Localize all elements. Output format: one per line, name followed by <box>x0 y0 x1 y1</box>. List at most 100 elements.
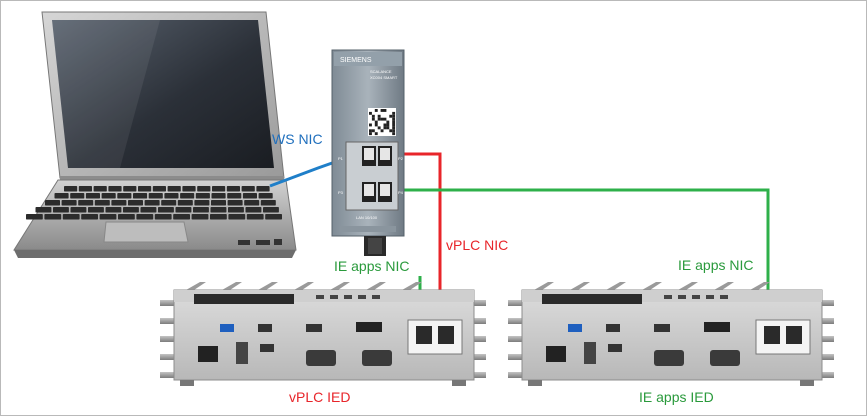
side-fin <box>508 354 522 360</box>
side-fin <box>472 318 486 324</box>
keyboard-key <box>197 186 211 192</box>
qr-module <box>380 129 384 133</box>
keyboard-key <box>128 200 143 206</box>
heat-fin <box>606 282 626 290</box>
side-fin <box>820 318 834 324</box>
status-led <box>372 295 380 299</box>
keyboard-key <box>140 207 157 213</box>
keyboard-key <box>265 214 282 220</box>
keyboard-key <box>61 200 77 206</box>
qr-module <box>369 129 372 133</box>
keyboard-key <box>78 186 92 192</box>
keyboard-key <box>62 214 80 220</box>
heat-fin <box>294 282 314 290</box>
power-connector <box>546 346 566 362</box>
lan-port-x2 <box>786 326 802 344</box>
side-fin <box>472 354 486 360</box>
power-switch <box>236 342 248 364</box>
com-port <box>306 350 336 366</box>
side-fin <box>508 318 522 324</box>
keyboard-key <box>227 200 243 206</box>
side-fin <box>820 300 834 306</box>
com-port <box>710 350 740 366</box>
port-label-p3: P3 <box>338 190 344 195</box>
keyboard-key <box>194 200 210 206</box>
port-p4 <box>378 182 392 202</box>
keyboard-key <box>173 214 190 220</box>
side-fin <box>508 372 522 378</box>
status-led <box>664 295 672 299</box>
display-port <box>356 322 382 332</box>
keyboard-key <box>35 207 52 213</box>
keyboard <box>26 186 282 220</box>
keyboard-key <box>138 186 152 192</box>
usb3-port <box>220 324 234 332</box>
power-switch <box>584 342 596 364</box>
status-led <box>316 295 324 299</box>
side-fin <box>820 372 834 378</box>
qr-module <box>380 109 384 112</box>
keyboard-key <box>228 207 244 213</box>
keyboard-key <box>108 186 122 192</box>
status-led <box>720 295 728 299</box>
keyboard-key <box>45 200 60 206</box>
keyboard-key <box>210 214 227 220</box>
heat-fin <box>222 282 242 290</box>
qr-module <box>392 114 396 118</box>
qr-module <box>383 123 387 127</box>
port-p3 <box>362 182 376 202</box>
heat-fin <box>678 282 698 290</box>
qr-module <box>386 123 390 127</box>
keyboard-key <box>70 207 87 213</box>
port-label-p2: P2 <box>398 156 404 161</box>
ie-apps-nic-label-right: IE apps NIC <box>678 257 754 273</box>
keyboard-key <box>105 207 122 213</box>
side-fin <box>160 354 174 360</box>
qr-module <box>392 117 396 121</box>
foot <box>800 380 814 386</box>
qr-module <box>386 120 390 124</box>
keyboard-key <box>148 193 163 199</box>
keyboard-key <box>241 186 255 192</box>
status-led <box>706 295 714 299</box>
ie-apps-ied <box>508 282 834 386</box>
status-led <box>344 295 352 299</box>
keyboard-key <box>246 214 264 220</box>
qr-module <box>389 114 393 118</box>
keyboard-key <box>211 200 226 206</box>
ie-apps-ied-label: IE apps IED <box>639 389 714 405</box>
qr-module <box>386 126 390 130</box>
qr-module <box>374 120 378 124</box>
qr-module <box>369 123 372 127</box>
keyboard-key <box>177 200 193 206</box>
qr-module <box>374 123 378 127</box>
laptop <box>13 11 297 258</box>
lan-port-x1 <box>416 326 432 344</box>
qr-module <box>392 132 396 136</box>
switch-brand: SIEMENS <box>340 57 372 64</box>
vplc-nic-cable <box>390 152 442 330</box>
qr-module <box>392 123 396 127</box>
keyboard-key <box>118 214 135 220</box>
keyboard-key <box>93 186 107 192</box>
qr-module <box>374 132 378 136</box>
card-slot <box>542 294 642 304</box>
keyboard-key <box>245 207 262 213</box>
usb3-port <box>568 324 582 332</box>
keyboard-key <box>212 186 226 192</box>
side-fin <box>160 336 174 342</box>
qr-module <box>392 129 396 133</box>
keyboard-key <box>111 200 127 206</box>
keyboard-key <box>263 207 279 213</box>
keyboard-key <box>193 207 209 213</box>
keyboard-key <box>144 200 160 206</box>
keyboard-key <box>158 207 174 213</box>
keyboard-key <box>81 214 98 220</box>
heat-fin <box>366 282 386 290</box>
heat-fin <box>258 282 278 290</box>
keyboard-key <box>94 200 110 206</box>
keyboard-key <box>26 214 43 220</box>
heat-fin <box>750 282 770 290</box>
qr-module <box>371 117 375 121</box>
